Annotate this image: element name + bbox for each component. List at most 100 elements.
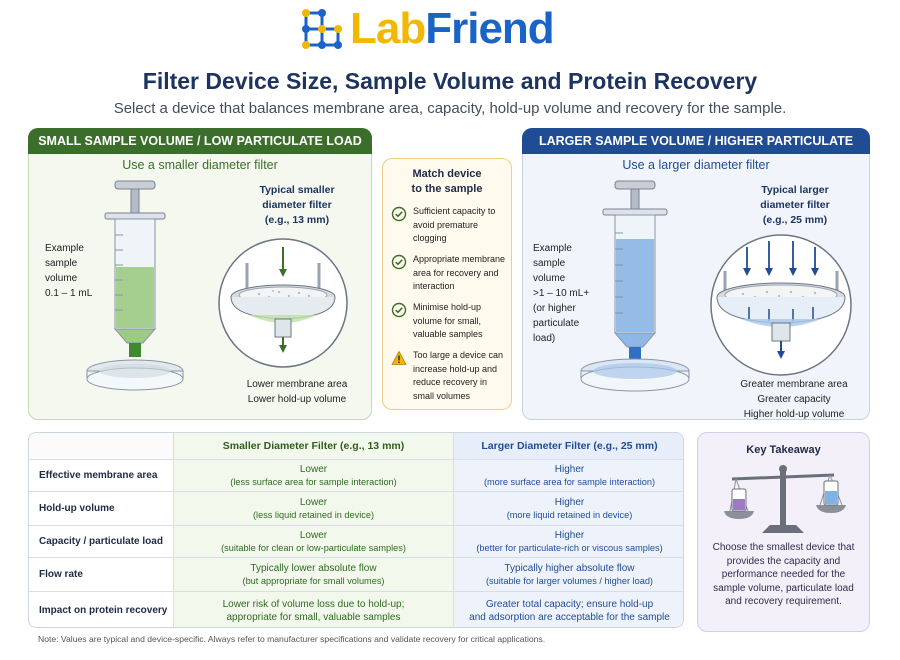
cell-note: (suitable for larger volumes / higher lo…: [486, 575, 653, 586]
match-item: Minimise hold-up volume for small, valua…: [391, 301, 509, 342]
large-volume-text: Example sample volume >1 – 10 mL+ (or hi…: [533, 241, 589, 346]
large-caption-line: Greater capacity: [757, 394, 831, 405]
table-header-cell: Larger Diameter Filter (e.g., 25 mm): [453, 433, 683, 459]
table-row-label: Effective membrane area: [39, 470, 158, 481]
key-takeaway-box: Key Takeaway Choose the smallest device …: [697, 432, 870, 632]
match-item: Sufficient capacity to avoid premature c…: [391, 205, 509, 246]
table-row-label: Flow rate: [39, 569, 83, 580]
small-filter-caption: Lower membrane area Lower hold-up volume: [227, 377, 367, 407]
large-volume-line: volume: [533, 273, 566, 284]
cell-note: (more liquid retained in device): [506, 509, 633, 520]
large-volume-line: (or higher: [533, 303, 576, 314]
large-caption-line: Higher hold-up volume: [743, 409, 845, 420]
cell-note: and adsorption are acceptable for the sa…: [469, 611, 670, 623]
small-filter-label-line: (e.g., 13 mm): [264, 214, 330, 226]
small-filter-label-line: Typical smaller: [259, 184, 335, 196]
table-row: Hold-up volume Lower(less liquid retaine…: [29, 491, 683, 525]
table-cell: Lower(less surface area for sample inter…: [173, 460, 453, 491]
table-cell: Typically lower absolute flow(but approp…: [173, 558, 453, 591]
small-volume-line: Example: [45, 243, 84, 254]
labfriend-logo: LabFriend: [300, 4, 600, 54]
small-syringe-icon: [86, 180, 184, 391]
match-item-text: Sufficient capacity to avoid premature c…: [413, 206, 496, 243]
table-row: Capacity / particulate load Lower(suitab…: [29, 525, 683, 557]
small-volume-header: SMALL SAMPLE VOLUME / LOW PARTICULATE LO…: [28, 128, 372, 154]
small-volume-text: Example sample volume 0.1 – 1 mL: [45, 241, 92, 301]
key-takeaway-text: Choose the smallest device that provides…: [712, 542, 855, 607]
large-filter-label-line: Typical larger: [761, 184, 829, 196]
table-cell: Higher(better for particulate-rich or vi…: [453, 526, 683, 557]
match-title: Match device to the sample: [383, 167, 511, 197]
logo-lab-text: Lab: [350, 4, 426, 53]
check-circle-icon: [391, 206, 407, 222]
cell-note: (more surface area for sample interactio…: [483, 476, 656, 487]
table-row: Flow rate Typically lower absolute flow(…: [29, 557, 683, 591]
match-item-text: Too large a device can increase hold-up …: [413, 350, 504, 401]
small-filter-closeup-icon: [218, 238, 348, 368]
match-device-box: Match device to the sample Sufficient ca…: [382, 158, 512, 410]
large-volume-line: >1 – 10 mL+: [533, 288, 590, 299]
large-volume-panel: LARGER SAMPLE VOLUME / HIGHER PARTICULAT…: [522, 128, 870, 420]
large-filter-label-line: diameter filter: [760, 199, 830, 211]
page-subtitle: Select a device that balances membrane a…: [113, 100, 787, 117]
match-item: Appropriate membrane area for recovery a…: [391, 253, 509, 294]
cell-value: Higher: [554, 496, 585, 508]
cell-value: Lower: [299, 529, 328, 541]
table-cell: Typically higher absolute flow(suitable …: [453, 558, 683, 591]
table-header-cell: [29, 433, 173, 459]
cell-value: Higher: [554, 463, 585, 475]
small-volume-panel: SMALL SAMPLE VOLUME / LOW PARTICULATE LO…: [28, 128, 372, 420]
large-volume-line: Example: [533, 243, 572, 254]
table-header-cell: Smaller Diameter Filter (e.g., 13 mm): [173, 433, 453, 459]
comparison-table: Smaller Diameter Filter (e.g., 13 mm) La…: [28, 432, 684, 628]
large-filter-caption: Greater membrane area Greater capacity H…: [719, 377, 869, 422]
cell-note: (suitable for clean or low-particulate s…: [221, 542, 406, 553]
check-circle-icon: [391, 254, 407, 270]
logo-friend-text: Friend: [425, 4, 554, 53]
cell-note: (less liquid retained in device): [252, 509, 375, 520]
small-volume-line: 0.1 – 1 mL: [45, 288, 93, 299]
large-volume-line: particulate: [533, 318, 580, 329]
cell-note: (less surface area for sample interactio…: [230, 476, 397, 487]
cell-note: (but appropriate for small volumes): [242, 575, 385, 586]
small-volume-line: volume: [45, 273, 78, 284]
large-filter-closeup-icon: [710, 234, 852, 376]
cell-note: (better for particulate-rich or viscous …: [476, 542, 663, 553]
large-volume-line: load): [533, 333, 556, 344]
match-title-line: to the sample: [411, 183, 483, 195]
small-filter-label: Typical smaller diameter filter (e.g., 1…: [235, 183, 359, 228]
balance-scale-icon: [724, 465, 846, 533]
cell-value: Typically higher absolute flow: [504, 562, 635, 574]
large-syringe-icon: [580, 180, 690, 392]
key-takeaway-title: Key Takeaway: [746, 444, 821, 456]
cell-value: Greater total capacity; ensure hold-up: [485, 598, 654, 610]
table-row: Impact on protein recovery Lower risk of…: [29, 591, 683, 627]
logo-wordmark: LabFriend: [350, 4, 555, 54]
large-filter-label: Typical larger diameter filter (e.g., 25…: [733, 183, 857, 228]
large-volume-line: sample: [533, 258, 566, 269]
match-item-warning: Too large a device can increase hold-up …: [391, 349, 509, 403]
match-item-text: Appropriate membrane area for recovery a…: [413, 254, 506, 291]
small-volume-subheading: Use a smaller diameter filter: [122, 158, 278, 172]
match-item-text: Minimise hold-up volume for small, valua…: [413, 302, 483, 339]
table-cell: Lower(suitable for clean or low-particul…: [173, 526, 453, 557]
warning-icon: [391, 350, 407, 365]
small-filter-label-line: diameter filter: [262, 199, 332, 211]
large-filter-label-line: (e.g., 25 mm): [762, 214, 828, 226]
cell-value: Typically lower absolute flow: [250, 562, 377, 574]
small-volume-line: sample: [45, 258, 78, 269]
table-row: Effective membrane area Lower(less surfa…: [29, 459, 683, 491]
table-header-row: Smaller Diameter Filter (e.g., 13 mm) La…: [29, 433, 683, 459]
large-caption-line: Greater membrane area: [740, 379, 848, 390]
molecule-logo-icon: [300, 7, 344, 51]
cell-value: Lower: [299, 496, 328, 508]
table-row-label: Impact on protein recovery: [39, 605, 168, 616]
page-title: Filter Device Size, Sample Volume and Pr…: [142, 68, 758, 94]
table-cell: Higher(more surface area for sample inte…: [453, 460, 683, 491]
footnote: Note: Values are typical and device-spec…: [38, 634, 546, 644]
cell-note: appropriate for small, valuable samples: [226, 611, 401, 623]
table-cell: Lower risk of volume loss due to hold-up…: [173, 592, 453, 627]
check-circle-icon: [391, 302, 407, 318]
cell-value: Lower: [299, 463, 328, 475]
table-cell: Higher(more liquid retained in device): [453, 492, 683, 525]
